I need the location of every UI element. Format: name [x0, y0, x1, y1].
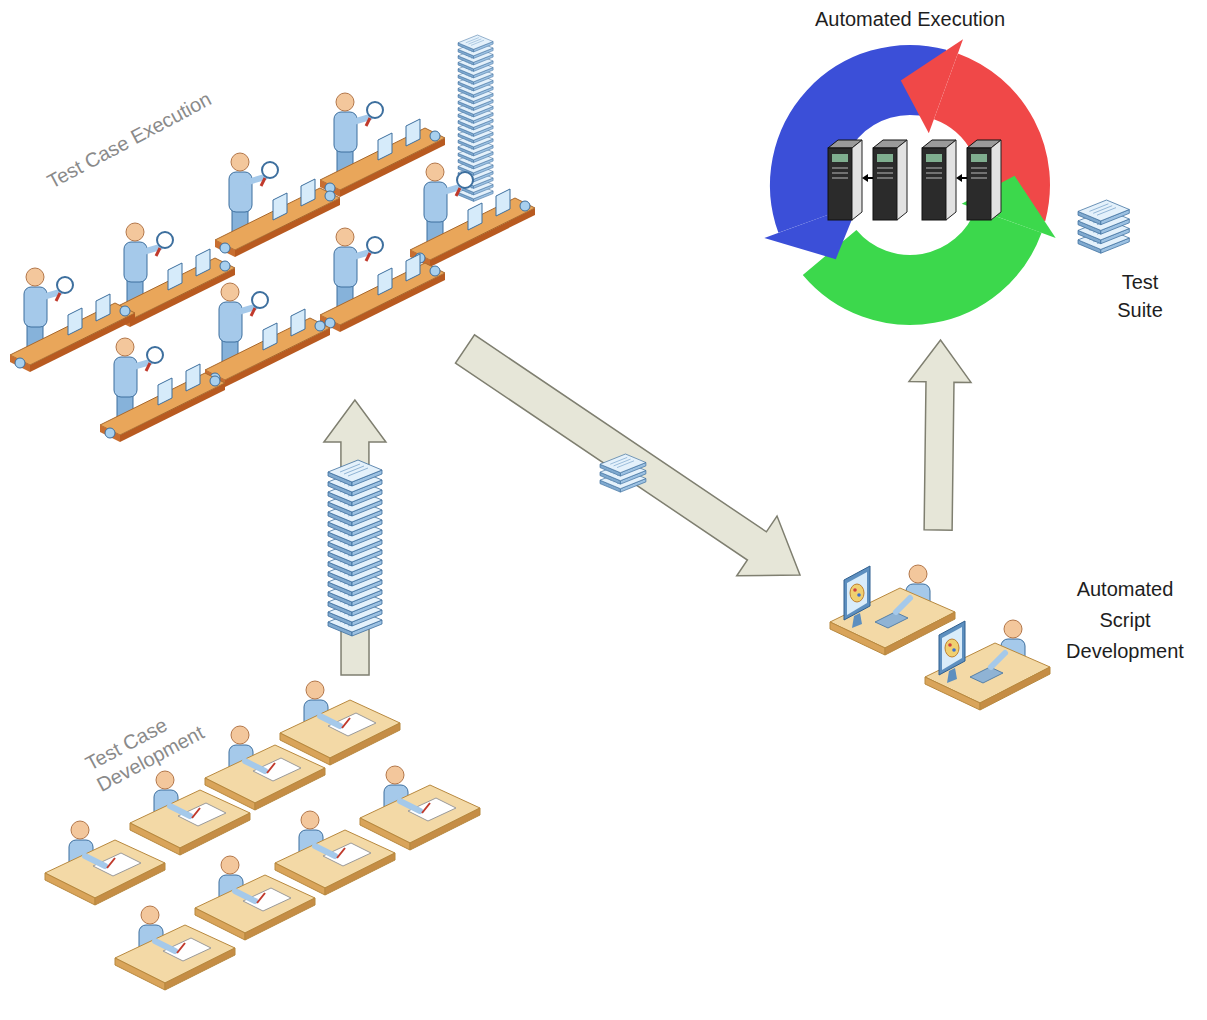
- group-label: Automated Execution: [765, 7, 1055, 31]
- stack-label: Test Suite: [1098, 268, 1182, 324]
- automation-cycle: Automated Execution: [765, 5, 1059, 340]
- block-arrow: [909, 340, 971, 530]
- group-label: Automated Script Development: [1055, 574, 1195, 667]
- group-label: Test Case Development: [81, 693, 218, 796]
- cycle-arrows: [764, 39, 1055, 290]
- group-label: Test Case Execution: [43, 87, 215, 194]
- execution-group: Test Case Execution: [10, 60, 465, 400]
- writer-at-desk: [45, 681, 480, 990]
- document-stack: [600, 454, 646, 492]
- document-stack: [1078, 200, 1129, 253]
- script-group: Automated Script Development: [800, 530, 1205, 730]
- document-stack: [328, 460, 382, 636]
- coder-at-computer: [830, 565, 1050, 710]
- development-group: Test Case Development: [40, 675, 480, 1015]
- block-arrow: [324, 400, 386, 675]
- tester-at-conveyor: [10, 93, 535, 442]
- block-arrow: [455, 335, 800, 576]
- server: [828, 140, 1001, 220]
